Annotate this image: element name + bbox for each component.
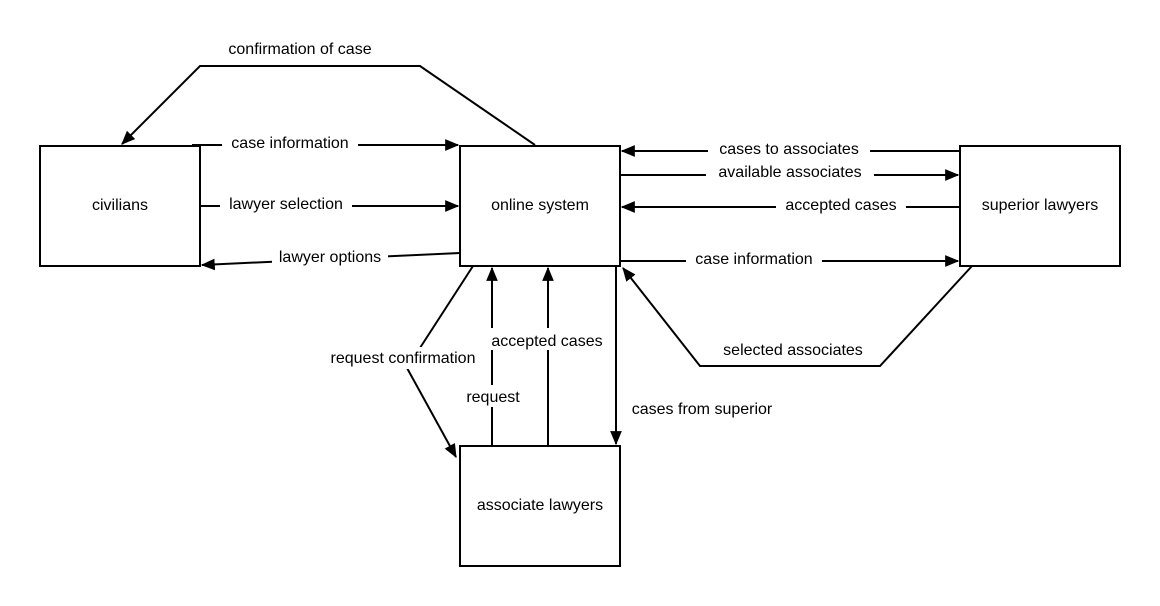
node-associate-lawyers: associate lawyers [459, 445, 621, 567]
edge-lawyer-options: lawyer options [200, 247, 461, 271]
node-superior-lawyers: superior lawyers [959, 145, 1121, 267]
edge-label-accepted-cases-superior: accepted cases [785, 197, 896, 214]
edge-label-confirmation-of-case: confirmation of case [228, 41, 371, 58]
edge-label-request: request [466, 389, 520, 406]
node-online-system: online system [459, 145, 621, 267]
edge-label-request-confirmation: request confirmation [331, 350, 476, 367]
edge-label-selected-associates: selected associates [723, 342, 863, 359]
node-civilians: civilians [39, 145, 201, 267]
edge-label-case-information-civilians: case information [231, 135, 348, 152]
edge-confirmation-of-case: confirmation of case [121, 41, 536, 146]
edge-label-cases-from-superior: cases from superior [632, 401, 773, 418]
edge-label-accepted-cases-associates: accepted cases [491, 333, 602, 350]
edge-cases-to-associates: cases to associates [620, 139, 960, 161]
associate-lawyers-label: associate lawyers [477, 497, 603, 514]
edge-label-cases-to-associates: cases to associates [719, 141, 859, 158]
edge-label-case-information-superior: case information [695, 251, 812, 268]
edge-selected-associates: selected associates [622, 265, 973, 367]
edge-accepted-cases-associates: accepted cases [482, 266, 612, 446]
online-system-label: online system [491, 197, 589, 214]
superior-lawyers-label: superior lawyers [982, 197, 1098, 214]
edge-request: request [460, 266, 526, 446]
edge-label-lawyer-selection: lawyer selection [229, 196, 343, 213]
edge-label-lawyer-options: lawyer options [279, 249, 381, 266]
edge-lawyer-selection: lawyer selection [200, 194, 460, 216]
edge-accepted-cases-superior: accepted cases [620, 195, 960, 217]
edge-request-confirmation: request confirmation [318, 265, 488, 459]
edge-case-information-civilians: case information [192, 133, 460, 155]
edge-label-available-associates: available associates [718, 164, 861, 181]
edge-cases-from-superior: cases from superior [610, 266, 773, 446]
civilians-label: civilians [92, 197, 148, 214]
edge-case-information-superior: case information [620, 249, 960, 271]
edge-available-associates: available associates [620, 162, 960, 184]
